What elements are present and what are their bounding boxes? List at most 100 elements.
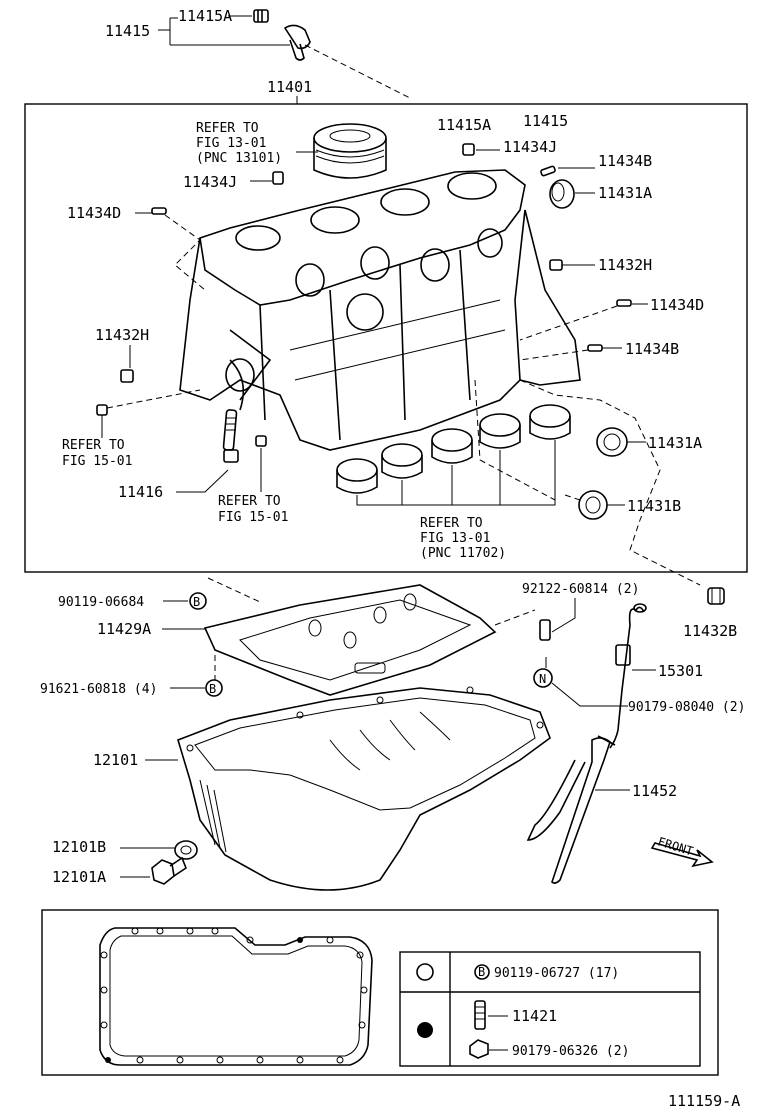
b-marker-2-text: B [209,682,216,696]
label-11452: 11452 [632,782,677,800]
bolt-11415A [253,9,269,23]
label-11416: 11416 [118,483,163,501]
label-90119-06727: 90119-06727 (17) [494,966,619,981]
label-11432H-left: 11432H [95,326,149,344]
dash-block-mid [474,379,556,501]
n-marker-text: N [539,672,546,686]
label-11434B-top: 11434B [598,152,652,170]
bore-1 [235,225,281,251]
dash-pipe-to-block [304,44,411,99]
bore-3 [380,188,430,216]
label-90119-06684: 90119-06684 [58,595,144,610]
ref-left-line2: FIG 15-01 [62,454,132,469]
washer-12101B [174,840,198,860]
plug-11432B [707,587,725,605]
bearing-5 [529,404,571,440]
bearings [336,404,571,494]
baffle-plate-11429A [203,584,497,696]
bearing-2 [381,443,423,479]
cylinder-block-frame [24,103,748,573]
ref-center-line2: FIG 15-01 [218,510,288,525]
bore-2 [310,206,360,234]
ref-bearings-line3: (PNC 11702) [420,546,506,561]
seal-11431B [578,490,608,520]
b-marker-1: B [189,592,207,610]
label-11434J-right: 11434J [503,138,557,156]
legend-filled-circle [417,1022,433,1038]
label-11415A-box: 11415A [437,116,491,134]
dash-11431B [564,494,581,501]
label-11432H-right: 11432H [598,256,652,274]
bore-4 [447,172,497,200]
pin-11434B-mid [587,344,603,352]
plug-11432H-left [120,369,134,383]
drain-plug-12101A [151,856,187,885]
leader-bearings [356,440,556,506]
dash-11434D-left [164,214,206,291]
label-11415: 11415 [105,22,150,40]
dipstick-guide-15301 [609,603,647,749]
cylinder-block-drawing [179,169,581,451]
ref-piston: REFER TO FIG 13-01 (PNC 13101) [196,121,282,166]
dash-90119-06684 [207,577,261,603]
breather-pipe-11415 [283,24,311,61]
label-15301: 15301 [658,662,703,680]
port-center [346,293,384,331]
port-1 [295,263,325,297]
stud-92122-60814 [539,619,551,641]
dash-left-dowel [106,389,201,409]
label-12101: 12101 [93,751,138,769]
bearing-4 [479,413,521,449]
legend-open-circle [416,963,434,981]
ref-bearings-line1: REFER TO [420,516,483,531]
pin-11434B-top [540,165,556,177]
label-12101B: 12101B [52,838,106,856]
ref-piston-line2: FIG 13-01 [196,136,266,151]
label-92122-60814: 92122-60814 (2) [522,582,639,597]
figure-id: 111159-A [668,1092,740,1110]
stud-11416 [222,409,239,463]
dash-block-right [519,379,701,586]
label-11434J-left: 11434J [183,173,237,191]
label-11431A-top: 11431A [598,184,652,202]
label-11429A: 11429A [97,620,151,638]
label-91621-60818: 91621-60818 (4) [40,682,157,697]
label-11431B: 11431B [627,497,681,515]
label-11415-box: 11415 [523,112,568,130]
plug-11432H-right [549,259,563,271]
bearing-1 [336,458,378,494]
cap-11431A-top [549,179,575,209]
label-11401: 11401 [267,78,312,96]
label-90179-08040: 90179-08040 (2) [628,700,745,715]
port-4 [477,228,503,258]
leader-11416 [176,469,229,493]
callout-11415-group: 11415 11415A [105,7,411,99]
leader-90179-08040 [545,657,628,707]
legend-frame [41,909,719,1076]
front-arrow: FRONT [650,834,714,868]
seal-11431A-mid [596,427,628,457]
label-11415A-top: 11415A [178,7,232,25]
label-11434D-left: 11434D [67,204,121,222]
port-2 [360,246,390,280]
ref-center-line1: REFER TO [218,494,281,509]
port-3 [420,248,450,282]
ref-left-fig: REFER TO FIG 15-01 [62,415,132,469]
bearing-3 [431,428,473,464]
ref-piston-line1: REFER TO [196,121,259,136]
b-marker-3: B [474,964,490,980]
pin-11434D-left [151,207,167,215]
label-11432B: 11432B [683,622,737,640]
piston-drawing [313,123,387,179]
ref-bearings-line2: FIG 13-01 [420,531,490,546]
plug-11434J-left [272,171,284,185]
plug-11434J-right [462,143,475,156]
ref-center-fig: REFER TO FIG 15-01 [218,435,288,525]
leader-11415 [158,17,290,46]
dash-11434D-right [519,305,618,341]
label-12101A: 12101A [52,868,106,886]
pin-left-dowel [96,404,108,416]
label-11431A-mid: 11431A [648,434,702,452]
ref-bearings: REFER TO FIG 13-01 (PNC 11702) [420,516,506,561]
